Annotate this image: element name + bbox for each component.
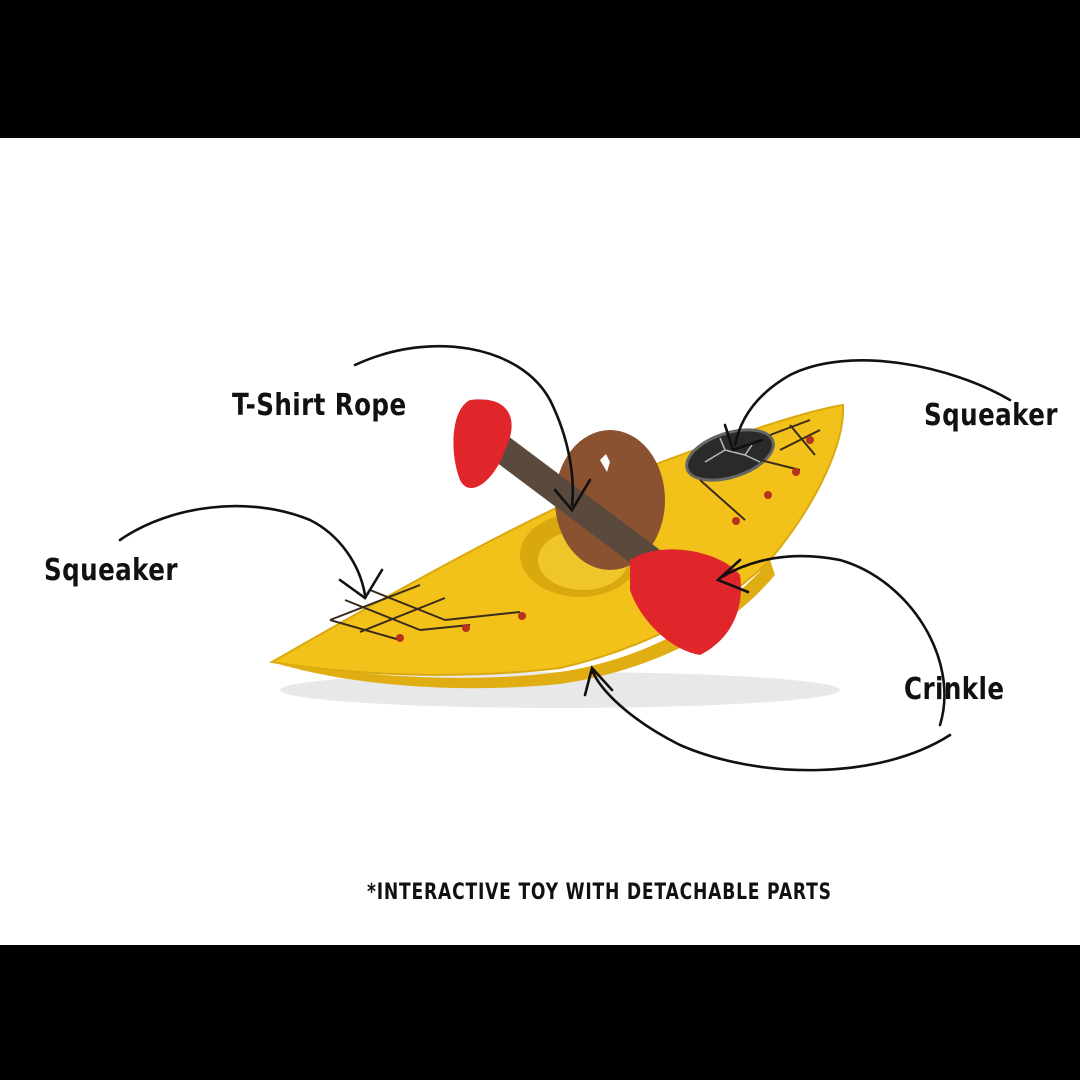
label-squeaker-left: Squeaker (44, 553, 178, 588)
logo-embroidery (600, 454, 610, 472)
arrow-crinkle (718, 554, 946, 727)
callout-arrows (118, 344, 1012, 772)
paddle (453, 399, 741, 655)
kayak-hull (269, 403, 845, 689)
arrow-squeaker-left (118, 504, 367, 597)
label-crinkle: Crinkle (904, 672, 1005, 707)
footnote: *INTERACTIVE TOY WITH DETACHABLE PARTS (367, 880, 832, 905)
label-squeaker-right: Squeaker (924, 398, 1058, 433)
letterbox-top (0, 0, 1080, 138)
arrow-crinkle-bottom (590, 668, 952, 772)
arrow-tshirt-rope (353, 344, 575, 507)
label-tshirt-rope: T-Shirt Rope (232, 388, 407, 423)
letterbox-bottom (0, 945, 1080, 1080)
arrow-squeaker-right (733, 359, 1012, 447)
paddle-blade-right (630, 549, 741, 655)
lace-eyelets (396, 436, 814, 642)
paddle-blade-left (453, 399, 512, 489)
